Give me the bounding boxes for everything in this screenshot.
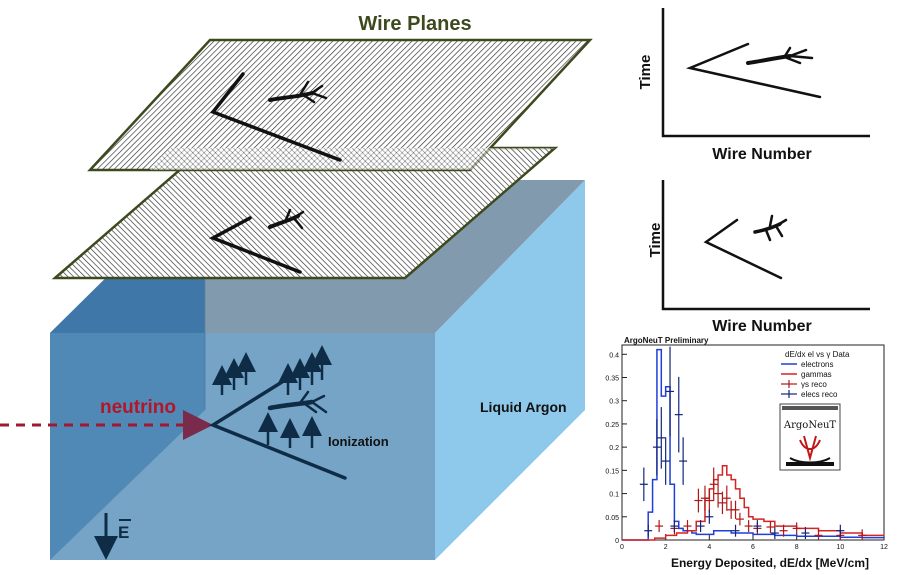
x-tick-label: 12 — [880, 544, 888, 551]
series-line-1 — [622, 464, 884, 541]
lower-plane-track — [208, 208, 305, 274]
y-tick-label: 0.25 — [605, 422, 619, 429]
projection-panel-bottom: Time Wire Number — [647, 180, 870, 335]
projection-track — [703, 214, 788, 280]
legend-label: gammas — [801, 370, 832, 379]
projection-ylabel: Time — [637, 55, 654, 90]
legend-label: electrons — [801, 360, 833, 369]
legend-label: elecs reco — [801, 390, 838, 399]
y-tick-label: 0.4 — [609, 352, 619, 359]
projection-panel-top: Time Wire Number — [637, 8, 870, 163]
projection-xlabel: Wire Number — [712, 146, 811, 163]
x-tick-label: 2 — [664, 544, 668, 551]
wire-planes — [51, 38, 593, 280]
wire-planes-title: Wire Planes — [358, 13, 471, 35]
x-tick-label: 10 — [836, 544, 844, 551]
y-tick-label: 0.2 — [609, 445, 619, 452]
logo-text: ArgoNeuT — [783, 420, 837, 431]
projection-xlabel: Wire Number — [712, 318, 811, 335]
chart-title: ArgoNeuT Preliminary — [624, 336, 709, 345]
y-tick-label: 0.05 — [605, 515, 619, 522]
chart-xlabel: Energy Deposited, dE/dx [MeV/cm] — [671, 556, 869, 570]
upper-plane-track — [210, 72, 342, 162]
x-tick-label: 6 — [751, 544, 755, 551]
tpc-side-face — [435, 180, 585, 560]
chart-series — [622, 346, 885, 541]
x-tick-label: 0 — [620, 544, 624, 551]
x-tick-label: 4 — [707, 544, 711, 551]
y-tick-label: 0.3 — [609, 399, 619, 406]
liquid-argon-label: Liquid Argon — [480, 399, 567, 415]
projection-axes — [661, 180, 870, 311]
x-tick-label: 8 — [795, 544, 799, 551]
y-tick-label: 0.1 — [609, 492, 619, 499]
y-tick-label: 0.15 — [605, 468, 619, 475]
efield-indicator — [94, 513, 131, 560]
legend-label: γs reco — [801, 380, 827, 389]
argoneut-logo: ArgoNeuT — [779, 403, 841, 471]
ionization-tracks — [209, 380, 347, 480]
legend-title: dE/dx el vs γ Data — [785, 350, 850, 359]
drift-arrows — [212, 345, 332, 448]
projection-axes — [661, 8, 870, 138]
projection-track — [685, 42, 822, 99]
projection-ylabel: Time — [647, 223, 664, 258]
efield-label: E — [118, 523, 129, 542]
neutrino-label: neutrino — [100, 397, 176, 418]
y-tick-label: 0.35 — [605, 376, 619, 383]
ionization-label: Ionization — [328, 434, 389, 449]
dedx-chart: ArgoNeuT Preliminary 0 0.05 0.1 0.15 0.2 0.25… — [605, 336, 888, 570]
y-tick-label: 0 — [615, 538, 619, 545]
